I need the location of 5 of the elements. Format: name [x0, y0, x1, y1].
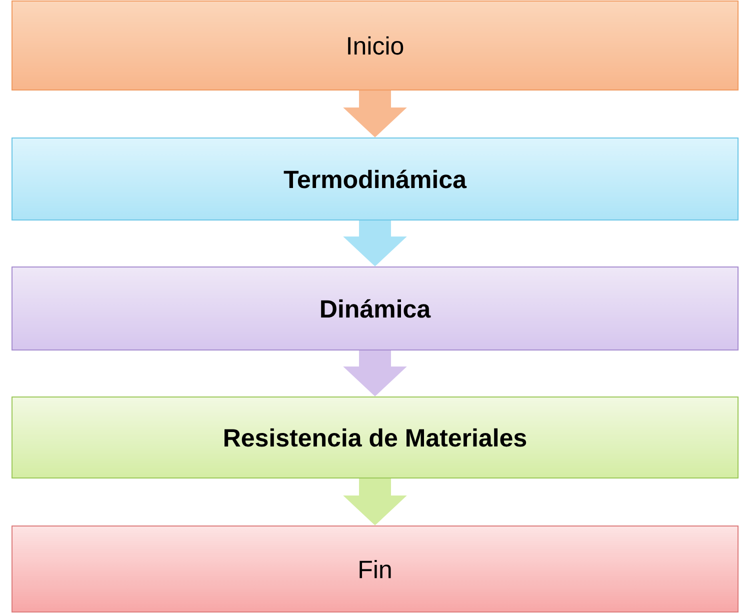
process-box: Termodinámica	[12, 138, 738, 220]
process-box: Fin	[12, 526, 738, 612]
process-box: Inicio	[12, 0, 738, 90]
process-box: Dinámica	[12, 266, 738, 350]
process-box: Resistencia de Materiales	[12, 396, 738, 478]
